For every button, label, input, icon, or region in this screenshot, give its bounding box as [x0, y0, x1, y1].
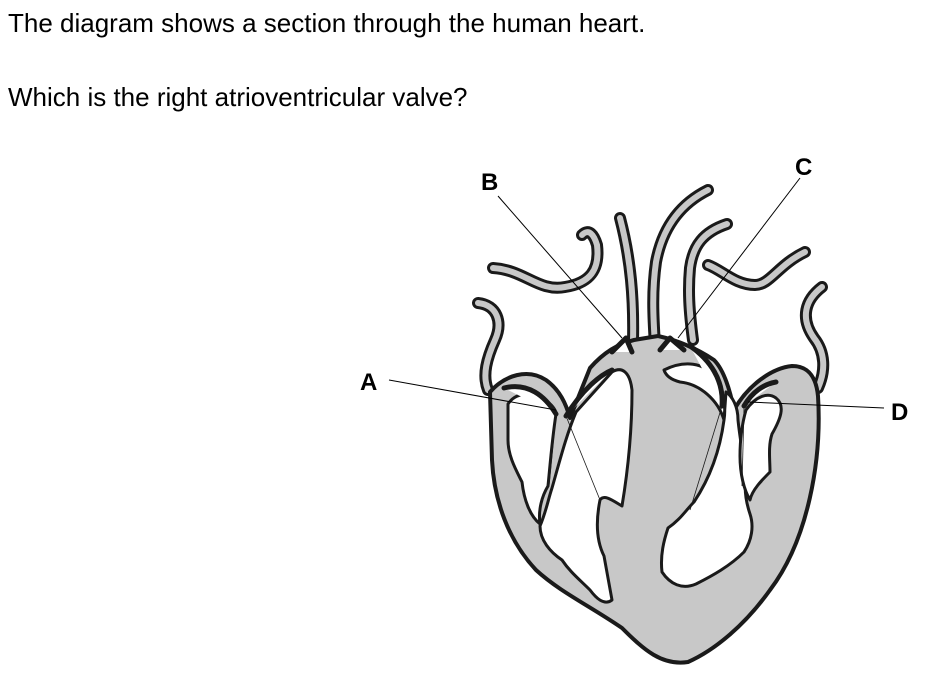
- label-c: C: [795, 154, 812, 181]
- left-ventricle: [660, 362, 754, 588]
- valve-cusp-left-av: [687, 343, 725, 409]
- label-b: B: [481, 169, 498, 196]
- leader-line-c: [677, 177, 801, 339]
- label-d: D: [891, 399, 908, 426]
- great-vessels: [472, 184, 830, 396]
- valve-cusp-pulmonary: [609, 335, 635, 355]
- question-prompt: Which is the right atrioventricular valv…: [8, 82, 468, 112]
- chordae-tendineae: [548, 405, 745, 511]
- leader-line-a: [388, 379, 557, 411]
- label-a: A: [360, 369, 377, 396]
- left-atrium: [738, 393, 783, 502]
- leader-line-d: [747, 401, 885, 409]
- leader-line-b: [497, 195, 623, 339]
- right-ventricle: [538, 368, 634, 604]
- question-intro: The diagram shows a section through the …: [8, 8, 646, 38]
- valve-cusp-right-av: [563, 367, 615, 419]
- valve-cusp-d: [741, 379, 779, 409]
- valve-cusp-aortic: [657, 335, 687, 353]
